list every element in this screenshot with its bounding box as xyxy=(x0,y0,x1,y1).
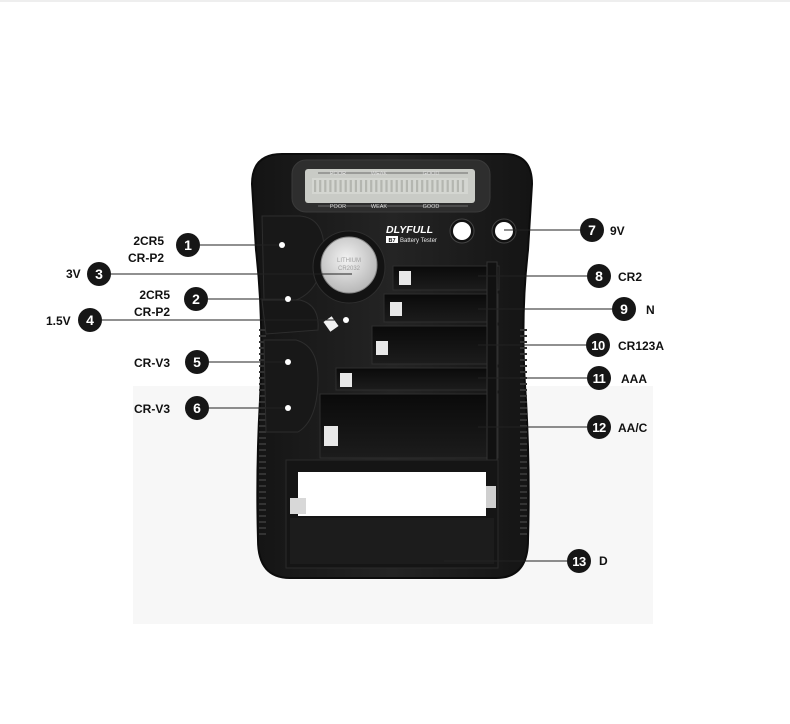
slot-n xyxy=(383,293,499,323)
label-callout-5: CR-V3 xyxy=(134,356,171,370)
right-slider-rail xyxy=(486,261,498,469)
contact-points xyxy=(279,242,349,411)
slot-aaa xyxy=(335,367,499,391)
d-battery-bay-opening xyxy=(298,472,486,516)
lcd-label-good-top: GOOD xyxy=(423,171,440,177)
callout-badge-12: 12 xyxy=(587,415,611,439)
label-callout-1: 2CR5 CR-P2 xyxy=(127,234,164,265)
model-badge-text: B7 xyxy=(388,238,395,244)
label-callout-7: 9V xyxy=(610,224,625,238)
left-contact-zone-lower xyxy=(263,339,319,433)
label-callout-12: AA/C xyxy=(618,421,648,435)
lcd-segment xyxy=(416,180,419,192)
lcd-label-weak-bottom: WEAK xyxy=(371,204,388,210)
callout-badge-5: 5 xyxy=(185,350,209,374)
contact-cr2 xyxy=(399,271,411,285)
lcd-segment xyxy=(375,180,378,192)
callout-badge-6: 6 xyxy=(185,396,209,420)
right-grip-ridges xyxy=(520,329,527,535)
label-callout-11: AAA xyxy=(621,372,647,386)
lcd-segment xyxy=(400,180,403,192)
callout-badge-4: 4 xyxy=(78,308,102,332)
lcd-segments xyxy=(314,180,465,192)
9v-contact-small-face xyxy=(453,222,471,240)
callout-badge-9: 9 xyxy=(612,297,636,321)
lcd-label-poor-top: POOR xyxy=(330,171,346,177)
callout-badge-10: 10 xyxy=(586,333,610,357)
label-callout-2: 2CR5 CR-P2 xyxy=(133,288,170,319)
lcd-segment xyxy=(359,180,363,192)
product-name: Battery Tester xyxy=(400,238,437,244)
lcd-segment xyxy=(324,180,327,192)
top-border-line xyxy=(0,0,790,2)
lcd-segment xyxy=(436,180,439,192)
lcd-segment xyxy=(410,180,414,192)
left-contact-zone-middle xyxy=(261,299,319,335)
lcd-segment xyxy=(385,180,388,192)
model-badge xyxy=(386,236,398,243)
lcd-segment xyxy=(329,180,332,192)
label-callout-3: 3V xyxy=(66,267,81,281)
label-callout-10: CR123A xyxy=(618,339,665,353)
lcd-label-weak-top: WEAK xyxy=(371,171,388,177)
callout-leader-lines xyxy=(102,229,612,562)
lcd-segment xyxy=(446,180,449,192)
lcd-segment xyxy=(451,180,454,192)
label-callout-13: D xyxy=(599,554,608,568)
lcd-segment xyxy=(344,180,347,192)
contact-dot xyxy=(285,405,291,411)
lcd-segment xyxy=(354,180,357,192)
contact-dot xyxy=(285,359,291,365)
lcd-segment xyxy=(461,180,465,192)
lcd-segment xyxy=(405,180,408,192)
lcd-label-poor-bottom: POOR xyxy=(330,204,346,210)
coin-cell-text-2: CR2032 xyxy=(338,266,361,272)
brand-logo: DLYFULL xyxy=(386,224,433,236)
lcd-segment xyxy=(431,180,434,192)
callout-badge-1: 1 xyxy=(176,233,200,257)
9v-contact-large-face xyxy=(495,222,513,240)
lcd-segment xyxy=(334,180,337,192)
label-callout-6: CR-V3 xyxy=(134,402,171,416)
lcd-segment xyxy=(395,180,398,192)
contact-n xyxy=(390,302,402,316)
lcd-segment xyxy=(370,180,373,192)
lcd-segment xyxy=(365,180,368,192)
label-callout-4: 1.5V xyxy=(46,314,71,328)
d-contact-right xyxy=(486,486,496,508)
d-contact-left xyxy=(290,498,306,514)
coin-cell-text-1: LITHIUM xyxy=(337,258,361,264)
callout-badge-8: 8 xyxy=(587,264,611,288)
lcd-segment xyxy=(441,180,444,192)
callout-badge-7: 7 xyxy=(580,218,604,242)
lcd-segment xyxy=(421,180,424,192)
slot-aa-c xyxy=(319,393,499,459)
callout-badge-11: 11 xyxy=(587,366,611,390)
lcd-segment xyxy=(390,180,393,192)
contact-dot xyxy=(279,242,285,248)
lcd-segment xyxy=(349,180,352,192)
lcd-segment xyxy=(380,180,383,192)
contact-dot xyxy=(343,317,349,323)
contact-cr123a xyxy=(376,341,388,355)
callout-badge-2: 2 xyxy=(184,287,208,311)
label-callout-9: N xyxy=(646,303,655,317)
lcd-label-good-bottom: GOOD xyxy=(423,204,440,210)
callout-badge-3: 3 xyxy=(87,262,111,286)
d-battery-bay-floor xyxy=(290,518,494,564)
coin-cell xyxy=(320,236,378,294)
lcd-segment xyxy=(314,180,317,192)
callout-badge-13: 13 xyxy=(567,549,591,573)
contact-dot xyxy=(285,296,291,302)
lcd-segment xyxy=(456,180,459,192)
lcd-segment xyxy=(426,180,429,192)
lcd-segment xyxy=(339,180,342,192)
contact-aa-c xyxy=(324,426,338,446)
label-callout-8: CR2 xyxy=(618,270,643,284)
lcd-segment xyxy=(319,180,322,192)
contact-aaa xyxy=(340,373,352,387)
